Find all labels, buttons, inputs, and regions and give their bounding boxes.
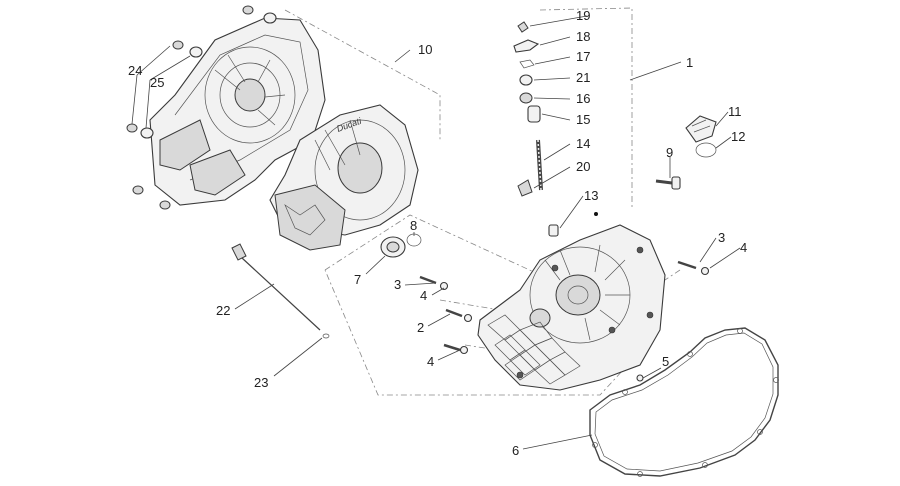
oil-sight-bolt	[655, 176, 681, 190]
callout-15: 15	[576, 112, 590, 127]
dipstick-o-ring	[322, 333, 330, 339]
callout-25: 25	[150, 75, 164, 90]
dipstick	[231, 243, 321, 331]
callout-17: 17	[576, 49, 590, 64]
callout-2: 2	[417, 320, 424, 335]
callout-4-lower: 4	[427, 354, 434, 369]
cover-gasket	[589, 327, 779, 477]
callout-14: 14	[576, 136, 590, 151]
callout-23: 23	[254, 375, 268, 390]
callout-21: 21	[576, 70, 590, 85]
clutch-pushrod-stack	[513, 21, 559, 237]
callout-11: 11	[728, 104, 742, 119]
callout-9: 9	[666, 145, 673, 160]
callout-24: 24	[128, 63, 142, 78]
filler-plug	[380, 236, 406, 258]
callout-labels: 1 10 19 18 17 21 16 15 14 20 13 11 12 9 …	[128, 8, 747, 458]
callout-8: 8	[410, 218, 417, 233]
callout-22: 22	[216, 303, 230, 318]
callout-6: 6	[512, 443, 519, 458]
callout-20: 20	[576, 159, 590, 174]
callout-4-upper: 4	[420, 288, 427, 303]
callout-12: 12	[731, 129, 745, 144]
callout-13: 13	[584, 188, 598, 203]
inner-clutch-cover	[477, 212, 666, 391]
cover-bolts	[419, 260, 710, 382]
leader-lines	[131, 15, 741, 450]
callout-19: 19	[576, 8, 590, 23]
callout-1: 1	[686, 55, 693, 70]
callout-5: 5	[662, 354, 669, 369]
filler-cap-o-ring	[695, 142, 717, 158]
callout-4-right: 4	[740, 240, 747, 255]
callout-18: 18	[576, 29, 590, 44]
cover-decal-plate: Ducati	[269, 104, 419, 251]
callout-7: 7	[354, 272, 361, 287]
honeycomb-ribs	[487, 314, 581, 385]
reference-dot	[594, 212, 598, 216]
callout-3-left: 3	[394, 277, 401, 292]
callout-16: 16	[576, 91, 590, 106]
outer-clutch-cover	[149, 17, 326, 206]
callout-3-right: 3	[718, 230, 725, 245]
outer-cover-screws	[126, 5, 277, 210]
oil-filler-cap	[685, 115, 717, 143]
callout-10: 10	[418, 42, 432, 57]
